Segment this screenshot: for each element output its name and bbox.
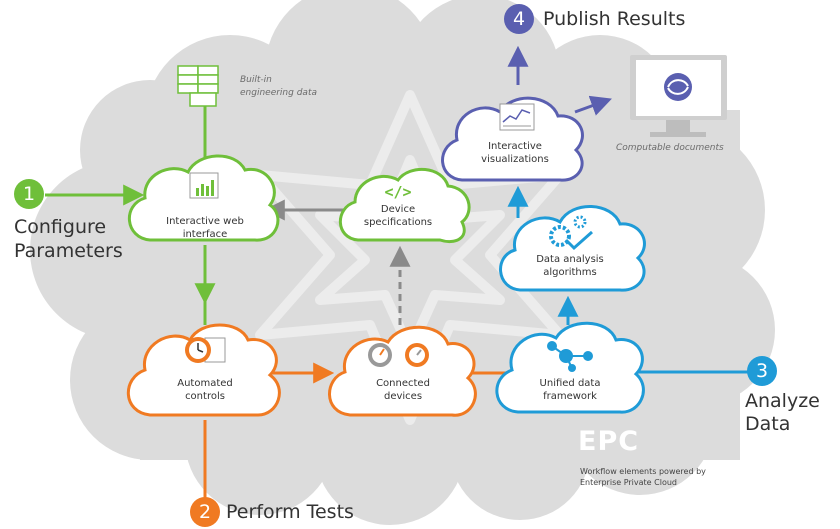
connected-devices-label-line2: devices (383, 391, 423, 402)
bar-chart-window-icon (189, 172, 219, 199)
device-specs-label-line1: Device (380, 204, 416, 215)
line-chart-icon (499, 103, 535, 131)
cloud-visualizations[interactable] (441, 96, 584, 182)
computable-documents-label: Computable documents (616, 143, 724, 153)
gears-check-icon (549, 215, 593, 251)
step3-label-line1: Analyze (745, 390, 820, 412)
builtin-label-line1: Built-in (240, 75, 272, 85)
cloud-automated-controls[interactable] (126, 323, 281, 417)
network-nodes-icon (547, 341, 593, 372)
analysis-algorithms-label-line1: Data analysis (536, 254, 604, 265)
web-interface-label-line1: Interactive web (166, 216, 244, 227)
step3-badge: 3 (747, 356, 777, 386)
builtin-label-line2: engineering data (240, 88, 317, 98)
analysis-algorithms-label-line2: algorithms (543, 267, 597, 278)
epc-caption-line1: Workflow elements powered by (580, 467, 706, 476)
step2-label: Perform Tests (226, 501, 354, 523)
cloud-device-specs[interactable] (338, 167, 471, 244)
gauge-icon (368, 343, 429, 367)
step1-label-line2: Parameters (14, 240, 123, 262)
monitor-icon (630, 55, 727, 137)
step4-label: Publish Results (543, 8, 686, 30)
cloud-connected-devices[interactable] (328, 325, 477, 417)
epc-caption-line2: Enterprise Private Cloud (580, 478, 677, 487)
database-grid-icon (177, 65, 219, 107)
clock-calendar-icon (185, 337, 226, 363)
automated-controls-label-line1: Automated (177, 378, 233, 389)
arrow-viz-to-computable (574, 95, 612, 116)
epc-title: EPC (578, 426, 640, 457)
step1-label-line1: Configure (14, 216, 107, 238)
unified-data-label-line1: Unified data (539, 378, 601, 389)
step4-badge: 4 (504, 4, 534, 34)
step1-badge: 1 (14, 179, 44, 209)
automated-controls-label-line2: controls (185, 391, 225, 402)
code-brackets-icon: </> (384, 183, 411, 201)
web-interface-label-line2: interface (182, 229, 228, 240)
unified-data-label-line2: framework (543, 391, 597, 402)
step3-label-line2: Data (745, 413, 791, 435)
connected-devices-label-line1: Connected (376, 378, 430, 389)
visualizations-label-line1: Interactive (488, 141, 542, 152)
step2-badge: 2 (190, 497, 220, 527)
device-specs-label-line2: specifications (363, 217, 433, 228)
visualizations-label-line2: visualizations (481, 154, 549, 165)
